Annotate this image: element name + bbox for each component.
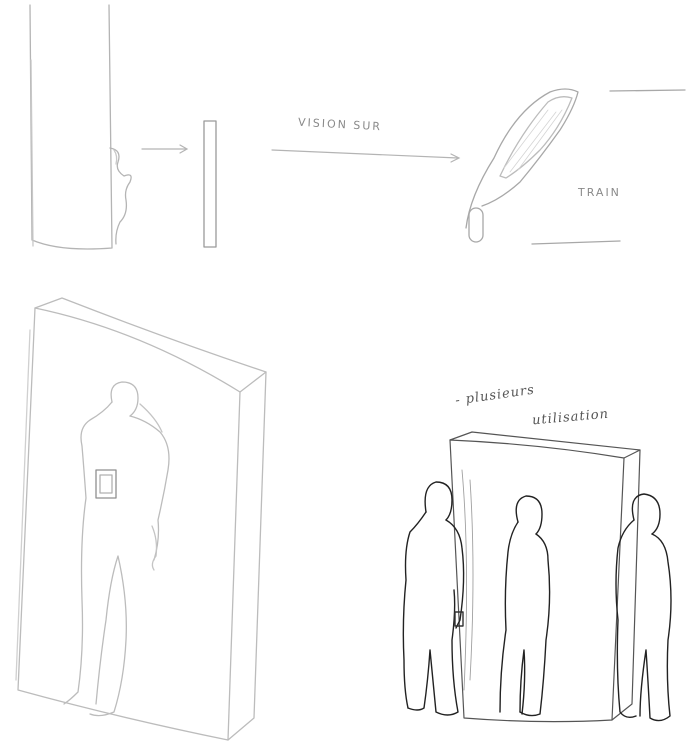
side-view-panel xyxy=(204,121,216,247)
arrow-one xyxy=(142,145,187,153)
tall-panel-sketch xyxy=(30,5,112,249)
figure-right xyxy=(616,494,671,721)
train-window-sketch xyxy=(466,89,685,244)
peeking-figure-sketch xyxy=(110,148,131,244)
large-panel-sketch xyxy=(16,298,266,740)
small-panel-sketch xyxy=(450,432,640,722)
standing-figure-back xyxy=(64,382,169,716)
label-train: TRAIN xyxy=(578,186,621,199)
arrow-two xyxy=(272,150,459,162)
top-view-panel xyxy=(30,5,131,249)
figure-middle xyxy=(500,496,550,716)
figure-left xyxy=(403,482,463,715)
